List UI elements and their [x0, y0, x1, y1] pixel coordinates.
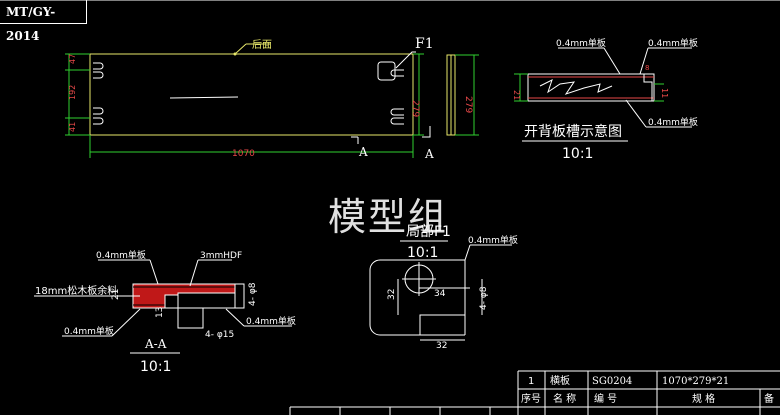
- groove-dim-thickness: 21: [512, 90, 521, 100]
- f1-label: 0.4mm单板: [468, 234, 518, 246]
- label-back: 后面: [252, 39, 272, 51]
- main-view: 后面 F1 47 192 41 1070 279 A: [65, 36, 479, 161]
- tb-row-spec: 1070*279*21: [662, 376, 729, 387]
- aa-dim-13: 13: [155, 307, 165, 318]
- right-slots: [377, 61, 404, 125]
- aa-label-mdf: 3mmHDF: [200, 251, 242, 261]
- watermark-text: 模型组: [328, 195, 449, 239]
- aa-scale: 10:1: [140, 359, 171, 375]
- aa-dim-21: 21: [111, 289, 121, 300]
- detail-f1: 局部F1 10:1 0.4mm单板 32 34 4- φ8 32: [369, 224, 518, 351]
- f1-dim-34: 34: [434, 289, 446, 299]
- tb-header-no: 序号: [521, 392, 541, 405]
- groove-label-bottom: 0.4mm单板: [648, 116, 698, 128]
- groove-title: 开背板槽示意图: [524, 123, 622, 140]
- dim-total-length: 1070: [232, 149, 255, 159]
- section-aa: 0.4mm单板 3mmHDF 18mm松木板余料 0.4mm单板 0.4mm单板…: [34, 249, 296, 375]
- aa-label-top: 0.4mm单板: [96, 249, 146, 261]
- tb-row-name: 横板: [550, 374, 570, 387]
- f1-dim-phi8: 4- φ8: [479, 286, 489, 310]
- groove-label-top-left: 0.4mm单板: [556, 37, 606, 49]
- groove-scale: 10:1: [562, 146, 593, 162]
- panel-center-mark: [169, 96, 239, 99]
- left-slots: [93, 62, 104, 125]
- detail-mark-f1: F1: [415, 36, 434, 52]
- right-dimension: [413, 53, 424, 136]
- groove-dim-right: 11: [660, 88, 669, 98]
- tb-row-code: SG0204: [592, 376, 632, 387]
- tb-header-code: 编 号: [594, 392, 617, 405]
- bottom-dimension: [89, 135, 414, 158]
- tb-header-name: 名 称: [553, 392, 576, 405]
- aa-title: A-A: [144, 337, 167, 351]
- groove-dim-top: 8: [645, 64, 649, 72]
- dim-height: 279: [410, 100, 420, 117]
- dim-height-side: 279: [463, 96, 473, 113]
- aa-label-core: 18mm松木板余料: [35, 284, 117, 297]
- section-mark-right: A: [424, 147, 434, 161]
- left-dimensions: [65, 53, 90, 136]
- groove-label-top-right: 0.4mm单板: [648, 37, 698, 49]
- section-mark-left: A: [358, 145, 368, 159]
- dim-left-1: 47: [68, 54, 77, 64]
- aa-label-bottom-right: 0.4mm单板: [246, 315, 296, 327]
- tb-header-remark: 备: [764, 392, 774, 405]
- aa-dim-phi15: 4- φ15: [205, 330, 234, 340]
- title-block: [289, 370, 780, 415]
- groove-detail: 21 11 8 0.4mm单板 0.4mm单板 0.4mm单板 开背板槽示意图 …: [512, 37, 698, 162]
- drawing-code: MT/GY-2014: [0, 0, 87, 43]
- dim-left-2: 192: [68, 85, 77, 100]
- tb-row-no: 1: [528, 376, 534, 387]
- f1-scale: 10:1: [407, 245, 438, 261]
- f1-title: 局部F1: [406, 224, 451, 240]
- f1-dim-32-left: 32: [387, 289, 397, 300]
- aa-label-bottom-left: 0.4mm单板: [64, 325, 114, 337]
- f1-dim-32-bottom: 32: [436, 341, 447, 351]
- dim-left-3: 41: [68, 122, 77, 132]
- aa-dim-phi8: 4- φ8: [248, 282, 258, 306]
- tb-header-spec: 规 格: [692, 392, 715, 405]
- panel-outline: [89, 53, 414, 136]
